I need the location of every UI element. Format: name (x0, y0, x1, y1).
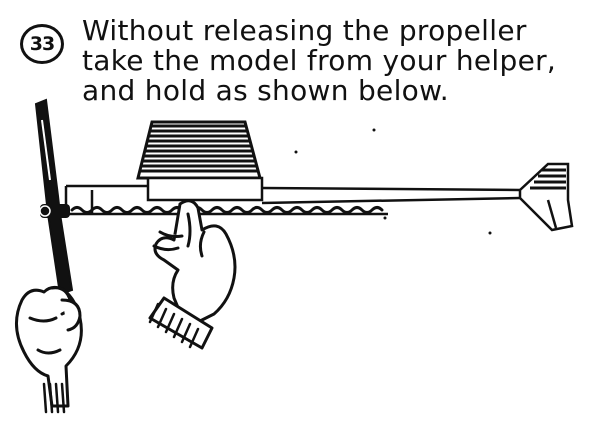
wing-block (138, 122, 262, 200)
tail-assembly (520, 164, 572, 230)
left-hand (16, 287, 81, 412)
rubber-motor (72, 208, 382, 213)
paper-specks (295, 129, 492, 235)
right-hand (150, 201, 235, 348)
